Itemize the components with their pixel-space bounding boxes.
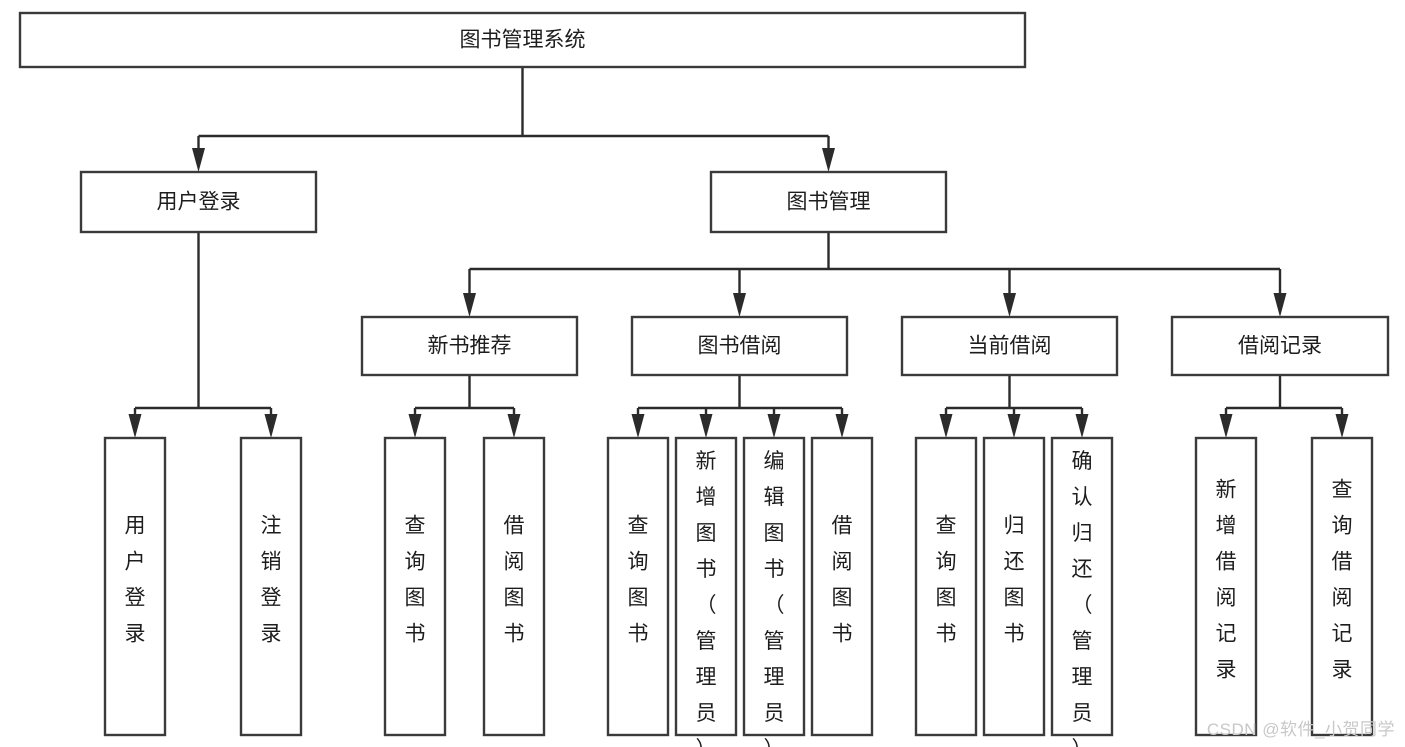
node-label: 图书管理 xyxy=(787,191,871,214)
node-box xyxy=(1050,436,1114,737)
node-label: 用户登录 xyxy=(157,191,241,214)
node-label: 确认归还（管理员） xyxy=(1072,450,1093,747)
connector-arrowhead xyxy=(767,414,781,438)
connector-arrowhead xyxy=(192,148,205,172)
node-box xyxy=(630,315,849,377)
node-current-borrow[interactable]: 当前借阅 xyxy=(900,315,1119,377)
node-leaf-query-book-borrow[interactable]: 查询图书 xyxy=(606,436,670,737)
connector-arrowhead xyxy=(733,293,746,317)
node-box xyxy=(1194,436,1258,737)
connector-arrowhead xyxy=(408,414,422,438)
node-box xyxy=(383,436,447,737)
node-label: 图书管理系统 xyxy=(460,29,586,52)
node-box xyxy=(914,436,978,737)
node-label: 借阅图书 xyxy=(504,515,525,646)
node-leaf-add-borrow-record[interactable]: 新增借阅记录 xyxy=(1194,436,1258,737)
node-label: 借阅图书 xyxy=(832,515,853,646)
node-label: 归还图书 xyxy=(1004,515,1025,646)
connector-arrowhead xyxy=(507,414,521,438)
connector-arrowhead xyxy=(699,414,713,438)
node-label: 用户登录 xyxy=(125,515,146,646)
node-leaf-return-book[interactable]: 归还图书 xyxy=(982,436,1046,737)
node-box xyxy=(606,436,670,737)
node-leaf-edit-book-admin[interactable]: 编辑图书（管理员） xyxy=(742,436,806,747)
node-box xyxy=(1170,315,1390,377)
connector-arrowhead xyxy=(264,414,278,438)
node-user-login[interactable]: 用户登录 xyxy=(79,170,318,234)
node-box xyxy=(103,436,167,737)
connector-arrowhead xyxy=(1335,414,1349,438)
node-box xyxy=(982,436,1046,737)
node-leaf-add-book-admin[interactable]: 新增图书（管理员） xyxy=(674,436,738,747)
connector-arrowhead xyxy=(1007,414,1021,438)
connector-arrowhead xyxy=(1273,293,1287,317)
node-label: 查询借阅记录 xyxy=(1332,479,1353,682)
node-box xyxy=(1310,436,1374,737)
node-box xyxy=(674,436,738,737)
node-label: 新增图书（管理员） xyxy=(696,450,717,747)
node-label: 查询图书 xyxy=(936,515,957,646)
connector-arrowhead xyxy=(1219,414,1233,438)
node-box xyxy=(239,436,303,737)
node-book-manage[interactable]: 图书管理 xyxy=(709,170,948,234)
node-borrow-record[interactable]: 借阅记录 xyxy=(1170,315,1390,377)
node-box xyxy=(900,315,1119,377)
node-label: 编辑图书（管理员） xyxy=(764,450,785,747)
node-box xyxy=(810,436,874,737)
connector-arrowhead xyxy=(463,293,476,317)
node-label: 新书推荐 xyxy=(428,335,512,358)
node-label: 查询图书 xyxy=(628,515,649,646)
connector-arrowhead xyxy=(1075,414,1089,438)
node-leaf-query-borrow-record[interactable]: 查询借阅记录 xyxy=(1310,436,1374,737)
node-label: 查询图书 xyxy=(405,515,426,646)
node-label: 当前借阅 xyxy=(968,335,1052,358)
node-label: 借阅记录 xyxy=(1238,335,1322,358)
node-leaf-confirm-return-admin[interactable]: 确认归还（管理员） xyxy=(1050,436,1114,747)
connector-arrowhead xyxy=(835,414,849,438)
node-root[interactable]: 图书管理系统 xyxy=(18,11,1027,69)
node-leaf-user-login[interactable]: 用户登录 xyxy=(103,436,167,737)
node-leaf-borrow-book-rec[interactable]: 借阅图书 xyxy=(482,436,546,737)
node-leaf-borrow-book[interactable]: 借阅图书 xyxy=(810,436,874,737)
node-label: 图书借阅 xyxy=(698,335,782,358)
node-leaf-query-book-rec[interactable]: 查询图书 xyxy=(383,436,447,737)
node-box xyxy=(79,170,318,234)
connectors-layer xyxy=(128,67,1349,438)
node-leaf-query-book-current[interactable]: 查询图书 xyxy=(914,436,978,737)
connector-arrowhead xyxy=(822,148,835,172)
connector-arrowhead xyxy=(631,414,645,438)
connector-arrowhead xyxy=(939,414,953,438)
node-leaf-user-logout[interactable]: 注销登录 xyxy=(239,436,303,737)
node-box xyxy=(742,436,806,737)
node-new-book-recommend[interactable]: 新书推荐 xyxy=(360,315,579,377)
node-label: 新增借阅记录 xyxy=(1216,479,1237,682)
connector-arrowhead xyxy=(1003,293,1016,317)
node-box xyxy=(360,315,579,377)
node-box xyxy=(482,436,546,737)
node-box xyxy=(709,170,948,234)
connector-arrowhead xyxy=(128,414,142,438)
node-box xyxy=(18,11,1027,69)
node-book-borrow[interactable]: 图书借阅 xyxy=(630,315,849,377)
nodes-layer: 图书管理系统用户登录图书管理新书推荐图书借阅当前借阅借阅记录用户登录注销登录查询… xyxy=(18,11,1390,747)
node-label: 注销登录 xyxy=(261,515,282,646)
